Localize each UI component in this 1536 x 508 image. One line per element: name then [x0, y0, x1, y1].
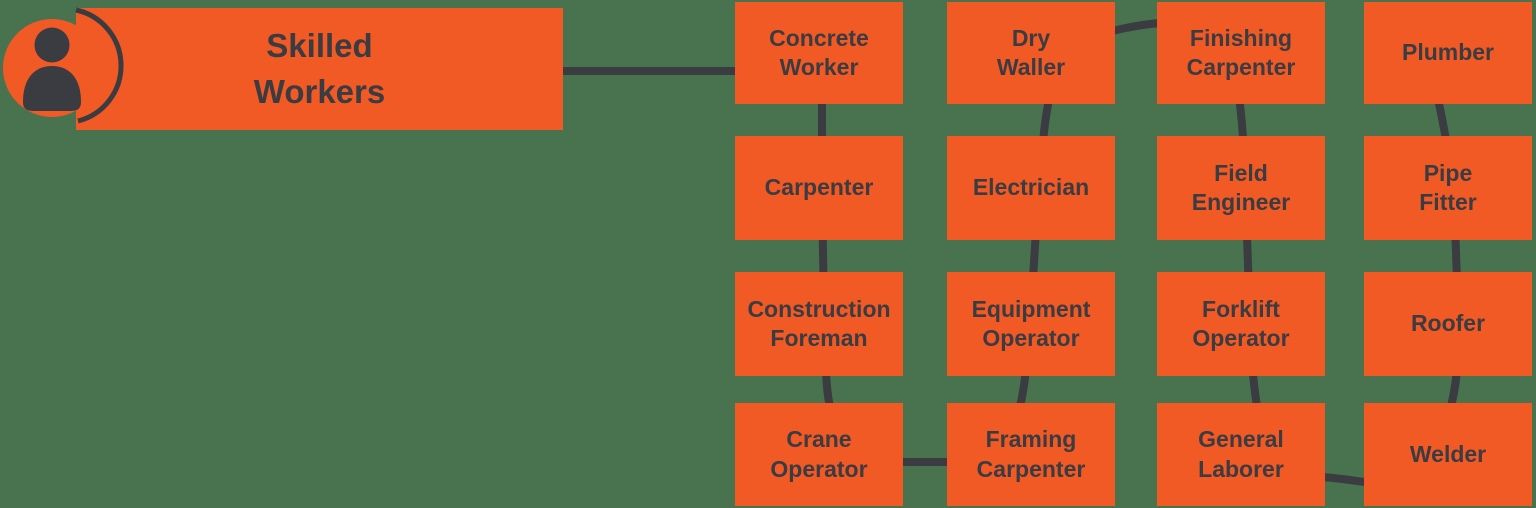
node-label: Plumber [1401, 39, 1495, 66]
node-label: Electrician [972, 174, 1090, 201]
node-label: Dry Waller [996, 24, 1066, 80]
header-box: Skilled Workers [76, 8, 563, 130]
person-icon-body [23, 66, 81, 111]
node-label: Forklift Operator [1192, 295, 1290, 351]
node-general-laborer: General Laborer [1157, 403, 1325, 506]
node-label: General Laborer [1198, 426, 1284, 482]
node-carpenter: Carpenter [735, 136, 903, 240]
node-label: Crane Operator [770, 426, 868, 482]
node-field-engineer: Field Engineer [1157, 136, 1325, 240]
node-construction-foreman: Construction Foreman [735, 272, 903, 376]
node-plumber: Plumber [1364, 2, 1532, 104]
node-dry-waller: Dry Waller [947, 2, 1115, 104]
node-pipe-fitter: Pipe Fitter [1364, 136, 1532, 240]
node-roofer: Roofer [1364, 272, 1532, 376]
node-label: Construction Foreman [747, 295, 891, 351]
node-finishing-carpenter: Finishing Carpenter [1157, 2, 1325, 104]
node-concrete-worker: Concrete Worker [735, 2, 903, 104]
node-label: Finishing Carpenter [1186, 24, 1296, 80]
node-crane-operator: Crane Operator [735, 403, 903, 506]
node-label: Concrete Worker [769, 24, 869, 80]
node-electrician: Electrician [947, 136, 1115, 240]
node-label: Equipment Operator [971, 295, 1091, 351]
node-welder: Welder [1364, 403, 1532, 506]
node-framing-carpenter: Framing Carpenter [947, 403, 1115, 506]
node-equipment-operator: Equipment Operator [947, 272, 1115, 376]
diagram-title: Skilled Workers [253, 26, 386, 110]
node-forklift-operator: Forklift Operator [1157, 272, 1325, 376]
node-label: Welder [1409, 440, 1487, 467]
node-label: Carpenter [764, 174, 874, 201]
node-label: Framing Carpenter [976, 426, 1086, 482]
person-icon [3, 7, 124, 124]
person-icon-head [34, 27, 70, 63]
person-icon-arc [75, 7, 124, 124]
node-label: Field Engineer [1191, 159, 1291, 215]
node-label: Roofer [1410, 310, 1486, 337]
node-label: Pipe Fitter [1419, 159, 1477, 215]
